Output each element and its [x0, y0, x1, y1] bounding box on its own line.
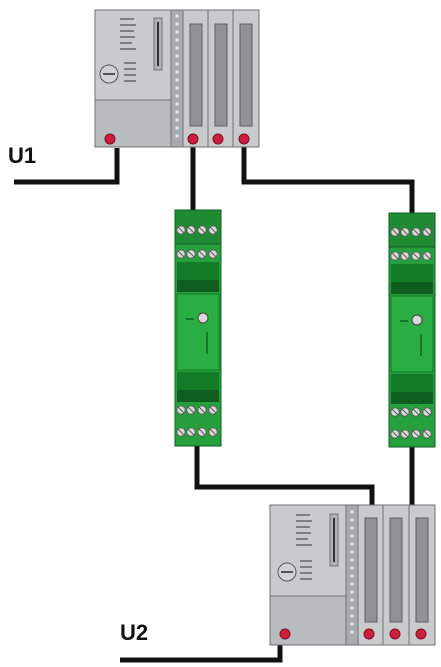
wire-u1 [14, 148, 120, 185]
led-icon [187, 133, 199, 145]
led-icon [212, 133, 224, 145]
plc-unit-1 [94, 9, 260, 148]
coupling-module-1 [174, 209, 222, 447]
led-icon [104, 133, 116, 145]
led-icon [363, 628, 375, 640]
led-icon [415, 628, 427, 640]
led-icon [279, 628, 291, 640]
wire-plc1-to-module2 [241, 146, 415, 213]
coupling-module-2 [388, 212, 436, 448]
plc-unit-2 [269, 504, 436, 646]
label-u1: U1 [8, 143, 37, 168]
wire-module1-to-plc2 [194, 446, 375, 505]
wires [14, 146, 415, 663]
led-icon [238, 133, 250, 145]
wire-u2 [120, 645, 283, 663]
led-icon [389, 628, 401, 640]
label-u2: U2 [120, 620, 149, 645]
